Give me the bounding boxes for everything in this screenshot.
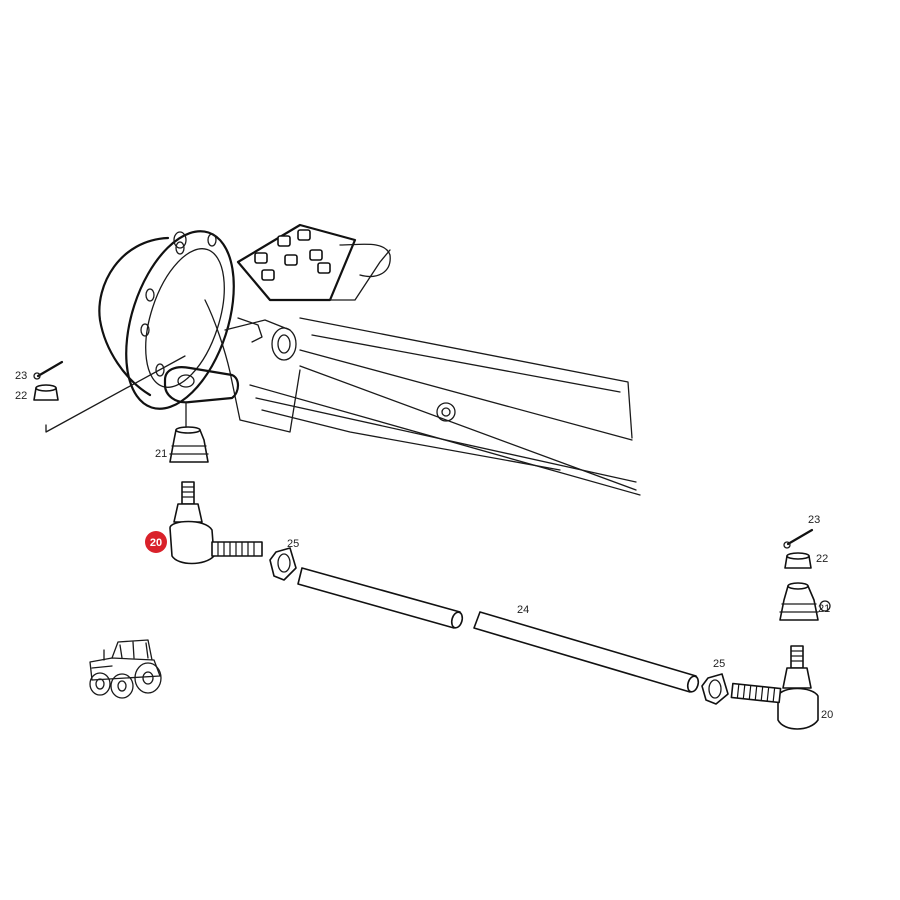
cotter-pin-left (33, 360, 64, 380)
tractor-icon (89, 639, 162, 699)
callout-21-left: 21 (155, 448, 167, 460)
callout-25-left: 25 (287, 538, 299, 550)
lock-nut-right (701, 673, 729, 705)
dust-boot-left (169, 426, 209, 463)
castle-nut-left (33, 384, 59, 401)
callout-20-highlighted: 20 (150, 537, 162, 549)
lock-nut-left (269, 547, 297, 581)
callout-21-right: 21 (818, 603, 830, 615)
callout-22-left: 22 (15, 390, 27, 402)
tie-rod-end-left (169, 481, 263, 565)
tie-rod-tube-right-segment (473, 611, 700, 693)
callout-23-left: 23 (15, 370, 27, 382)
leader-knuckle-to-parts (45, 355, 186, 433)
callout-24-tie-rod: 24 (517, 604, 529, 616)
callout-22-right: 22 (816, 553, 828, 565)
cotter-pin-right (783, 528, 814, 549)
callout-20-right: 20 (821, 709, 833, 721)
tie-rod-tube-left-segment (297, 567, 464, 629)
dust-boot-right (779, 582, 831, 621)
castle-nut-right (784, 552, 812, 569)
front-axle-assembly (98, 223, 641, 496)
tie-rod-end-right (730, 645, 819, 730)
bracket-bolts (254, 229, 331, 281)
callout-badge-20: 20 (145, 531, 167, 553)
callout-25-right: 25 (713, 658, 725, 670)
callout-23-right: 23 (808, 514, 820, 526)
